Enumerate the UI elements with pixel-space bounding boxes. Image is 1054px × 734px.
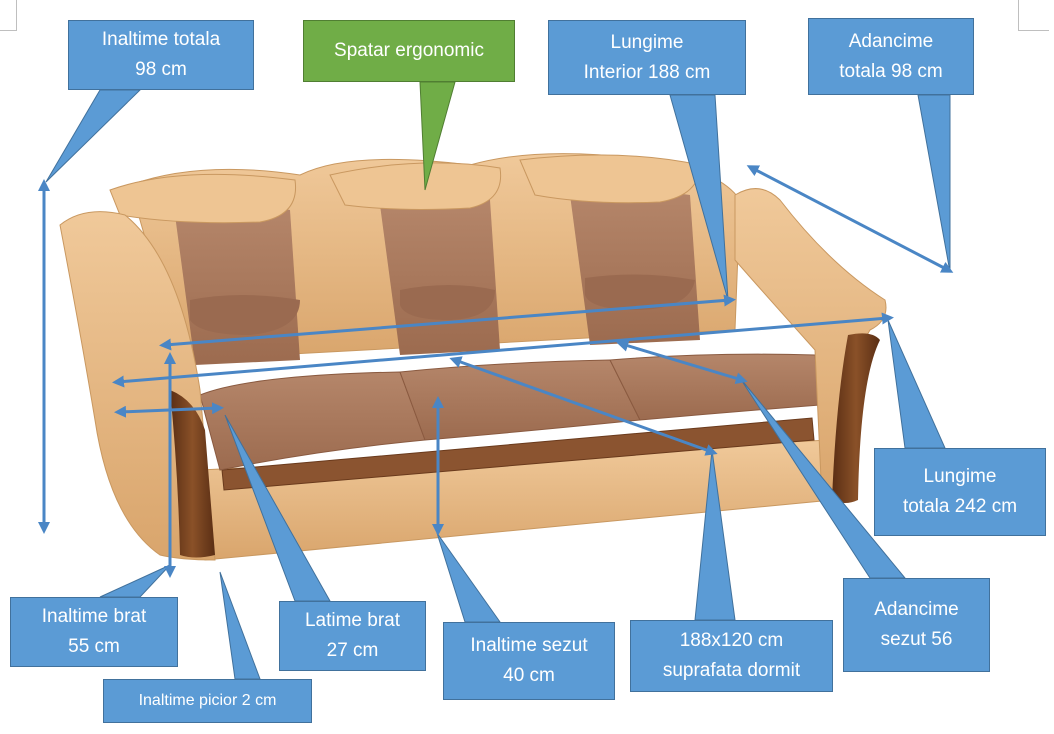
callout-line: 98 cm xyxy=(135,59,187,80)
callout-line: Lungime xyxy=(923,466,997,487)
callout-line: 40 cm xyxy=(503,665,555,686)
crop-mark xyxy=(0,0,17,31)
callout-lungime-interior: Lungime Interior 188 cm xyxy=(548,20,746,95)
pointer-lungime-interior xyxy=(669,94,729,301)
pointer-inaltime-brat xyxy=(99,564,171,598)
callout-inaltime-totala: Inaltime totala 98 cm xyxy=(68,20,254,90)
callout-line: Inaltime sezut xyxy=(470,635,588,656)
callout-line: 188x120 cm xyxy=(679,630,784,651)
callout-inaltime-brat: Inaltime brat 55 cm xyxy=(10,597,178,667)
callout-spatar-ergonomic: Spatar ergonomic xyxy=(303,20,515,82)
headrest-right xyxy=(519,154,701,204)
headrest-left xyxy=(109,173,297,224)
callout-line: Inaltime totala xyxy=(101,29,221,50)
pointer-inaltime-picior xyxy=(219,571,261,680)
callout-line: Latime brat xyxy=(304,610,401,631)
pointer-adancime-totala xyxy=(917,94,951,273)
callout-line: Adancime xyxy=(848,30,934,52)
arm-left-wood xyxy=(170,390,215,558)
callout-lungime-totala: Lungime totala 242 cm xyxy=(874,448,1046,536)
callout-inaltime-picior: Inaltime picior 2 cm xyxy=(103,679,312,723)
headrest-middle xyxy=(329,162,502,210)
pointer-inaltime-totala xyxy=(45,89,142,183)
back-panel-right xyxy=(570,190,700,345)
callout-line: totala 98 cm xyxy=(839,60,943,82)
callout-line: sezut 56 xyxy=(880,629,953,650)
callout-inaltime-sezut: Inaltime sezut 40 cm xyxy=(443,622,615,700)
callout-line: Spatar ergonomic xyxy=(334,40,484,61)
seat-middle xyxy=(399,359,641,441)
callout-line: Adancime xyxy=(874,599,959,620)
back-panel-middle xyxy=(380,198,500,355)
callout-line: Lungime xyxy=(610,31,684,53)
callout-latime-brat: Latime brat 27 cm xyxy=(279,601,426,671)
callout-line: 55 cm xyxy=(68,636,120,657)
callout-line: totala 242 cm xyxy=(902,496,1018,517)
callout-line: Interior 188 cm xyxy=(583,61,711,83)
dimension-arrow xyxy=(616,339,748,385)
callout-line: suprafata dormit xyxy=(662,660,801,681)
callout-suprafata-dormit: 188x120 cm suprafata dormit xyxy=(630,620,833,692)
back-panel-left xyxy=(175,206,300,365)
pointer-lungime-totala xyxy=(887,319,946,449)
dimension-arrow xyxy=(112,312,894,388)
callout-adancime-totala: Adancime totala 98 cm xyxy=(808,18,974,95)
callout-line: Inaltime brat xyxy=(41,606,147,627)
callout-line: Inaltime picior 2 cm xyxy=(138,692,277,709)
callout-line: 27 cm xyxy=(326,640,379,661)
crop-mark xyxy=(1018,0,1049,31)
pointer-spatar xyxy=(419,81,456,191)
dimension-arrow xyxy=(114,402,224,418)
dimension-arrow xyxy=(746,165,954,273)
seat-right xyxy=(609,353,821,421)
dimension-arrow xyxy=(449,356,718,456)
pointer-inaltime-sezut xyxy=(436,532,501,623)
callout-adancime-sezut: Adancime sezut 56 xyxy=(843,578,990,672)
